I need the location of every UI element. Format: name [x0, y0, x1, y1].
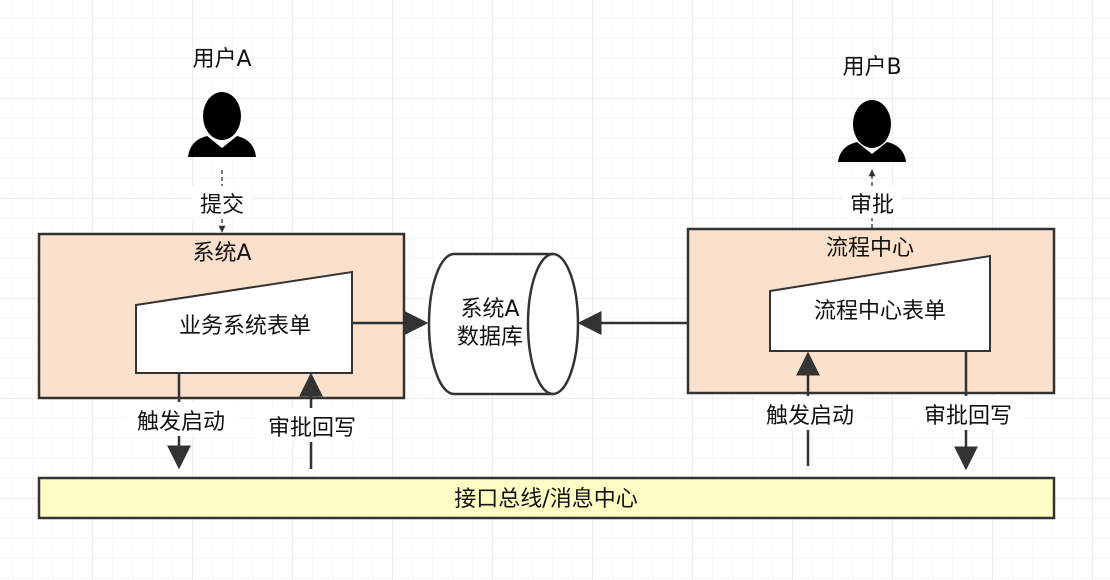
- system-a-trigger-label: 触发启动: [137, 410, 225, 435]
- database-label-line1: 系统A: [460, 297, 519, 322]
- interface-bus: [37, 476, 1056, 520]
- submit-label: 提交: [200, 193, 244, 218]
- database-label-line2: 数据库: [457, 325, 523, 350]
- process-writeback-label: 审批回写: [924, 404, 1012, 429]
- user-a-label: 用户A: [192, 47, 251, 72]
- user-b-label: 用户B: [842, 55, 901, 80]
- business-form-label: 业务系统表单: [179, 314, 311, 339]
- process-trigger-label: 触发启动: [766, 404, 854, 429]
- user-a-icon: [188, 92, 256, 157]
- user-b-icon: [838, 100, 906, 162]
- approve-label: 审批: [850, 193, 894, 218]
- process-center-title: 流程中心: [826, 236, 914, 261]
- process-form-shape: [769, 254, 991, 352]
- business-form-shape: [135, 270, 353, 374]
- system-a-writeback-label: 审批回写: [268, 416, 356, 441]
- interface-bus-label: 接口总线/消息中心: [454, 487, 637, 512]
- system-a-title: 系统A: [192, 241, 251, 266]
- database-cylinder: [427, 252, 580, 396]
- process-form-label: 流程中心表单: [814, 299, 946, 324]
